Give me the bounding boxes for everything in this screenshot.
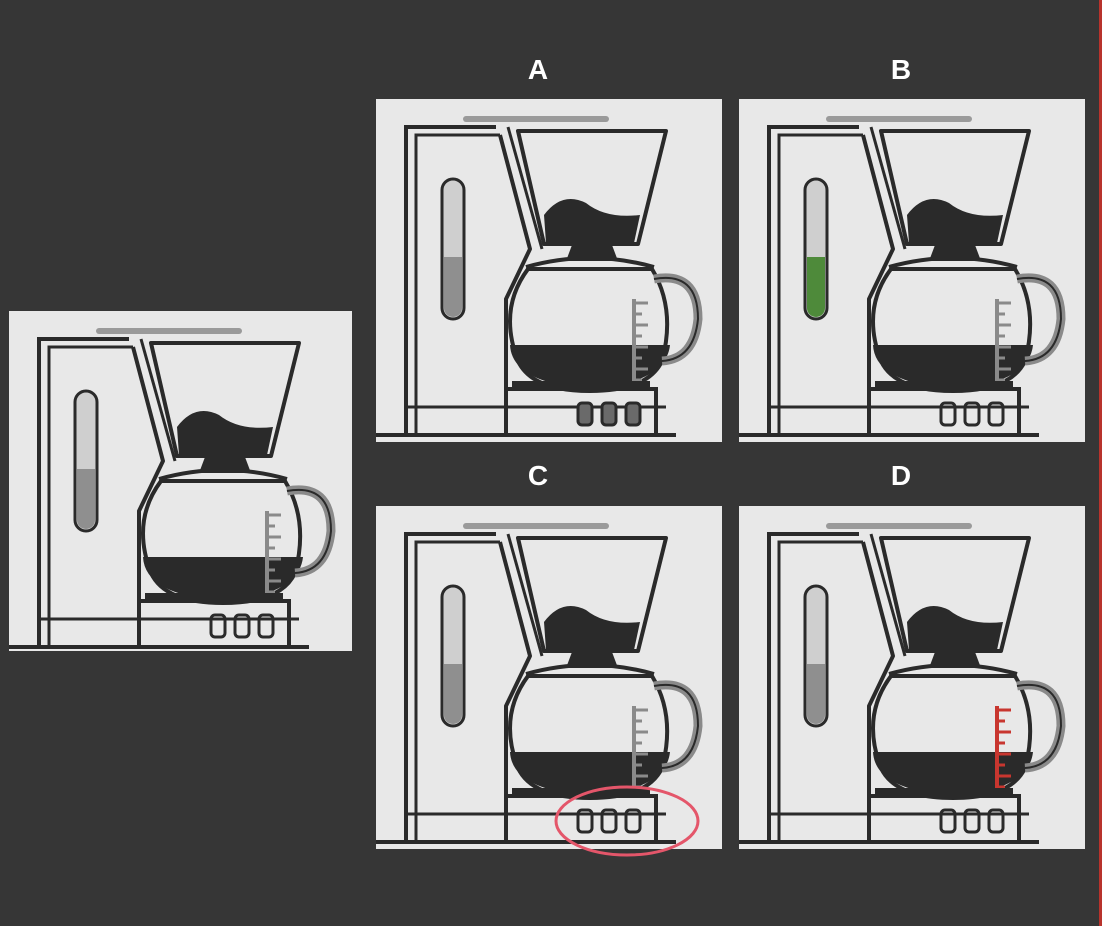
coffee-maker-option-c-illustration [376, 523, 703, 844]
highlight-circle [554, 785, 700, 857]
option-a-panel[interactable] [376, 99, 722, 442]
option-b-label: B [890, 54, 912, 85]
option-c-label: C [527, 460, 549, 491]
option-b-panel[interactable] [739, 99, 1085, 442]
option-d-panel[interactable] [739, 506, 1085, 849]
coffee-maker-option-d-illustration [739, 523, 1066, 844]
reference-coffee-maker [9, 311, 352, 651]
coffee-maker-reference-illustration [9, 328, 336, 649]
right-edge-stripe [1099, 0, 1102, 926]
coffee-maker-option-b-illustration [739, 116, 1066, 437]
option-d-label: D [890, 460, 912, 491]
coffee-maker-option-a-illustration [376, 116, 703, 437]
option-a-label: A [527, 54, 549, 85]
